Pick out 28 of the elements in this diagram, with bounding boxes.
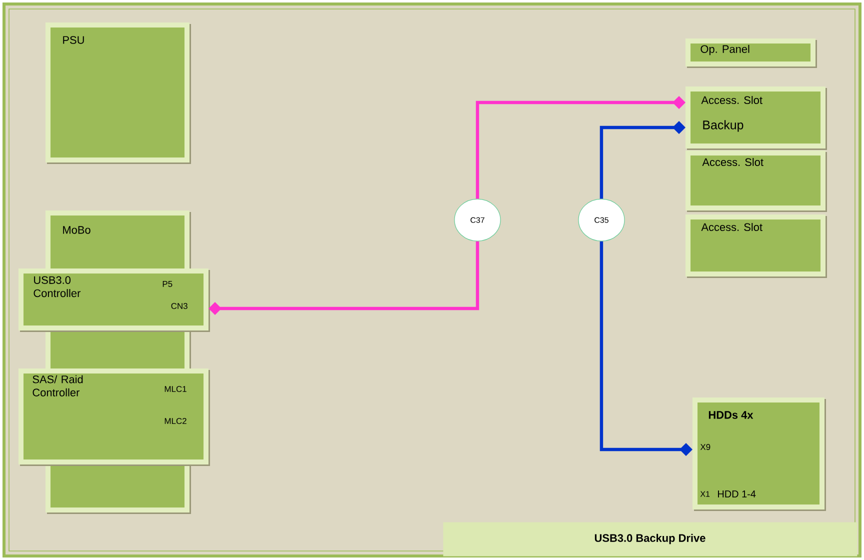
component-box (686, 214, 827, 278)
box-title: PSU (63, 36, 84, 44)
component-box (18, 368, 210, 466)
box-title: SAS/ Raid Controller (32, 375, 83, 396)
box-title: Op. Panel (700, 44, 750, 56)
connector-circle (578, 198, 625, 242)
port-label: HDD 1-4 (718, 490, 756, 498)
port-label: Backup (703, 120, 744, 132)
port-label: MLC1 (164, 386, 186, 392)
component-box (46, 22, 191, 164)
component-box (686, 38, 817, 68)
box-title: MoBo (63, 226, 90, 234)
component-box (686, 150, 827, 212)
box-title: USB3.0 Controller (34, 276, 81, 298)
port-label: MLC2 (164, 418, 186, 424)
component-box (686, 86, 827, 150)
box-title: HDDs 4x (708, 411, 754, 419)
port-label: X9 (700, 444, 710, 450)
box-title: Access. Slot (702, 158, 764, 166)
connector-circle (454, 198, 501, 242)
box-title: Access. Slot (701, 96, 762, 104)
box-title: USB3.0 Backup Drive (594, 534, 706, 544)
box-title: Access. Slot (701, 222, 762, 232)
component-box (692, 398, 826, 511)
port-label: P5 (162, 281, 172, 287)
component-box (18, 268, 210, 332)
port-label: CN3 (171, 303, 188, 309)
title-band (443, 522, 858, 556)
